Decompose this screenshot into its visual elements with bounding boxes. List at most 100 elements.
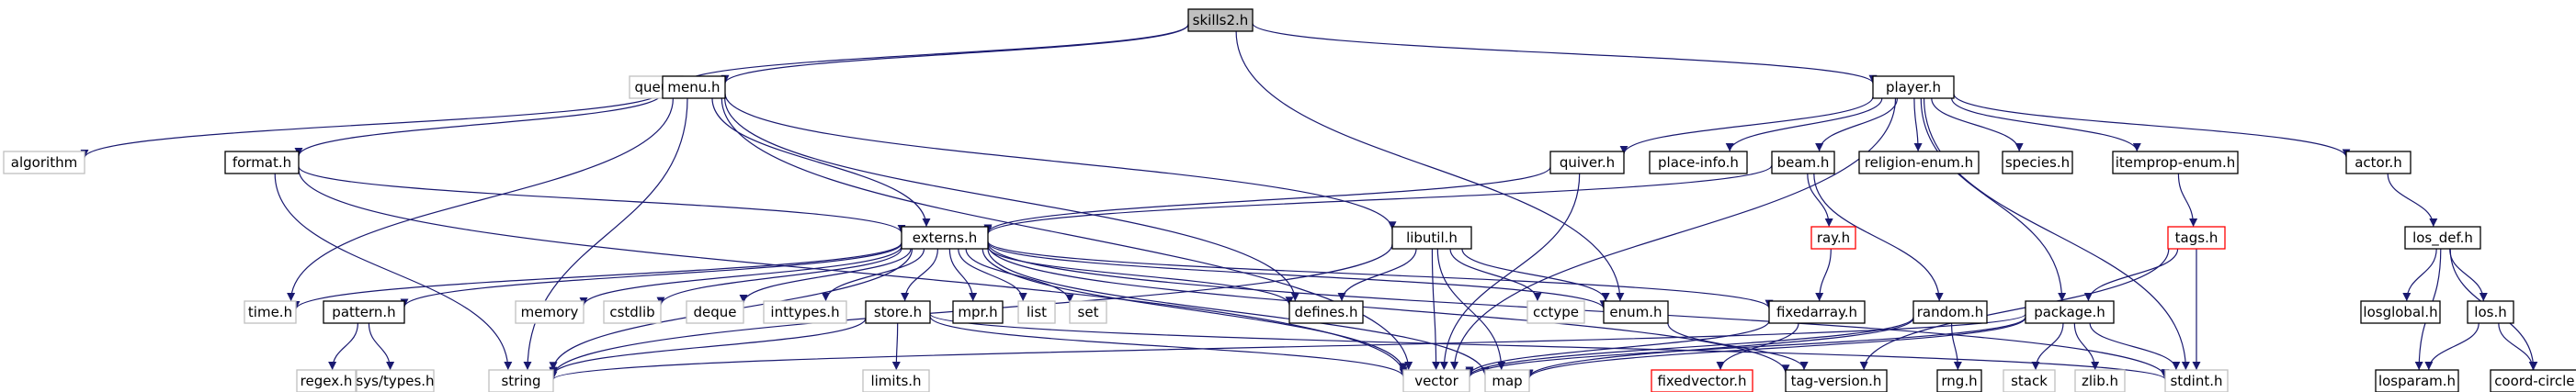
node-label: random.h bbox=[1917, 304, 1983, 320]
node-format-h[interactable]: format.h bbox=[224, 151, 300, 174]
node-player-h[interactable]: player.h bbox=[1872, 75, 1955, 99]
node-rng-h[interactable]: rng.h bbox=[1936, 369, 1982, 392]
node-religion-enum-h[interactable]: religion-enum.h bbox=[1858, 151, 1980, 174]
node-box bbox=[763, 300, 847, 324]
node-label: stack bbox=[2011, 373, 2048, 389]
node-box bbox=[2375, 369, 2459, 392]
node-box bbox=[2467, 300, 2514, 324]
node-random-h[interactable]: random.h bbox=[1912, 300, 1988, 324]
node-cstdlib[interactable]: cstdlib bbox=[603, 300, 662, 324]
node-label: tags.h bbox=[2175, 230, 2219, 246]
node-menu-h[interactable]: menu.h bbox=[662, 75, 726, 99]
node-losparam-h[interactable]: losparam.h bbox=[2375, 369, 2459, 392]
edge-skills2_h-to-menu_h bbox=[721, 24, 1189, 84]
node-label: libutil.h bbox=[1406, 230, 1458, 246]
node-box bbox=[488, 369, 554, 392]
node-label: fixedvector.h bbox=[1657, 373, 1746, 389]
node-pattern-h[interactable]: pattern.h bbox=[323, 300, 405, 324]
node-box bbox=[686, 300, 744, 324]
edge-los_def_h-to-losglobal_h bbox=[2402, 248, 2437, 302]
node-label: los.h bbox=[2474, 304, 2506, 320]
node-label: enum.h bbox=[1609, 304, 1662, 320]
node-tag-version-h[interactable]: tag-version.h bbox=[1785, 369, 1888, 392]
edge-package_h-to-stdint_h bbox=[2089, 322, 2181, 371]
node-stdint-h[interactable]: stdint.h bbox=[2164, 369, 2229, 392]
node-time-h[interactable]: time.h bbox=[244, 300, 297, 324]
node-quiver-h[interactable]: quiver.h bbox=[1549, 151, 1625, 174]
node-los-def-h[interactable]: los_def.h bbox=[2404, 226, 2481, 250]
edge-menu_h-to-time_h bbox=[287, 97, 674, 302]
edge-store_h-to-vector bbox=[929, 316, 1408, 377]
node-label: player.h bbox=[1886, 79, 1941, 95]
edge-externs_h-to-deque bbox=[739, 248, 912, 304]
node-fixedarray-h[interactable]: fixedarray.h bbox=[1768, 300, 1866, 324]
edge-los_h-to-losparam_h bbox=[2424, 322, 2480, 371]
node-fixedvector-h[interactable]: fixedvector.h bbox=[1651, 369, 1753, 392]
node-box bbox=[2002, 151, 2073, 174]
node-zlib-h[interactable]: zlib.h bbox=[2074, 369, 2126, 392]
node-box bbox=[3, 151, 85, 174]
node-itemprop-enum-h[interactable]: itemprop-enum.h bbox=[2112, 151, 2239, 174]
node-box bbox=[2167, 226, 2226, 250]
node-los-h[interactable]: los.h bbox=[2467, 300, 2514, 324]
node-label: cstdlib bbox=[609, 304, 654, 320]
node-box bbox=[2345, 151, 2411, 174]
node-label: religion-enum.h bbox=[1865, 154, 1973, 171]
edge-menu_h-to-algorithm bbox=[80, 90, 664, 159]
node-set[interactable]: set bbox=[1069, 300, 1107, 324]
edge-random_h-to-vector bbox=[1465, 317, 1914, 377]
edge-store_h-to-limits_h bbox=[891, 322, 901, 371]
node-algorithm[interactable]: algorithm bbox=[3, 151, 85, 174]
edge-externs_h-to-vector bbox=[982, 248, 1408, 372]
edge-beam_h-to-ray_h bbox=[1807, 173, 1833, 228]
edge-player_h-to-itemprop_enum_h bbox=[1951, 97, 2141, 152]
node-label: coord-circle.h bbox=[2494, 373, 2576, 389]
node-deque[interactable]: deque bbox=[686, 300, 744, 324]
node-sys-types-h[interactable]: sys/types.h bbox=[356, 369, 435, 392]
node-list[interactable]: list bbox=[1017, 300, 1056, 324]
edge-beam_h-to-externs_h bbox=[983, 164, 1773, 235]
node-store-h[interactable]: store.h bbox=[865, 300, 931, 324]
node-label: package.h bbox=[2034, 304, 2105, 320]
node-cctype[interactable]: cctype bbox=[1526, 300, 1585, 324]
node-enum-h[interactable]: enum.h bbox=[1603, 300, 1669, 324]
node-label: fixedarray.h bbox=[1776, 304, 1857, 320]
edge-libutil_h-to-enum_h bbox=[1461, 248, 1610, 302]
node-box bbox=[356, 369, 435, 392]
node-string[interactable]: string bbox=[488, 369, 554, 392]
node-label: store.h bbox=[874, 304, 922, 320]
node-memory[interactable]: memory bbox=[515, 300, 584, 324]
node-libutil-h[interactable]: libutil.h bbox=[1391, 226, 1472, 250]
node-stack[interactable]: stack bbox=[2003, 369, 2056, 392]
node-package-h[interactable]: package.h bbox=[2025, 300, 2115, 324]
node-regex-h[interactable]: regex.h bbox=[296, 369, 357, 392]
edge-menu_h-to-string bbox=[523, 97, 688, 371]
edge-layer bbox=[80, 23, 2538, 380]
node-coord-circle-h[interactable]: coord-circle.h bbox=[2490, 369, 2576, 392]
node-beam-h[interactable]: beam.h bbox=[1771, 151, 1835, 174]
node-tags-h[interactable]: tags.h bbox=[2167, 226, 2226, 250]
node-defines-h[interactable]: defines.h bbox=[1288, 300, 1364, 324]
node-species-h[interactable]: species.h bbox=[2002, 151, 2073, 174]
edge-package_h-to-zlib_h bbox=[2073, 322, 2100, 371]
node-label: rng.h bbox=[1941, 373, 1977, 389]
edge-menu_h-to-format_h bbox=[294, 92, 664, 157]
edge-random_h-to-rng_h bbox=[1951, 322, 1962, 371]
node-mpr-h[interactable]: mpr.h bbox=[952, 300, 1004, 324]
node-externs-h[interactable]: externs.h bbox=[901, 226, 989, 250]
node-actor-h[interactable]: actor.h bbox=[2345, 151, 2411, 174]
node-inttypes-h[interactable]: inttypes.h bbox=[763, 300, 847, 324]
edge-package_h-to-map bbox=[1525, 317, 2026, 379]
node-losglobal-h[interactable]: losglobal.h bbox=[2360, 300, 2441, 324]
node-label: skills2.h bbox=[1193, 12, 1249, 28]
node-place-info-h[interactable]: place-info.h bbox=[1649, 151, 1748, 174]
node-vector[interactable]: vector bbox=[1402, 369, 1470, 392]
node-box bbox=[2074, 369, 2126, 392]
node-box bbox=[515, 300, 584, 324]
node-ray-h[interactable]: ray.h bbox=[1810, 226, 1856, 250]
edge-package_h-to-vector bbox=[1465, 316, 2026, 378]
node-limits-h[interactable]: limits.h bbox=[862, 369, 930, 392]
node-box bbox=[662, 75, 726, 99]
node-map[interactable]: map bbox=[1484, 369, 1530, 392]
edge-player_h-to-package_h bbox=[1920, 97, 2067, 302]
